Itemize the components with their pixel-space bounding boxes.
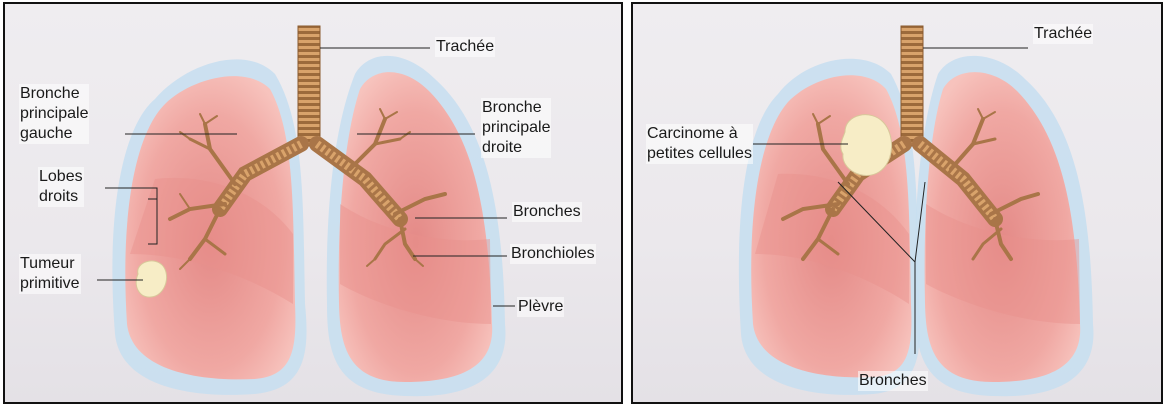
primary-tumor <box>136 261 166 297</box>
label-trachee: Trachée <box>1033 24 1093 44</box>
label-bronche-principale-droite: Bronche principale droite <box>481 98 551 158</box>
label-bronche-principale-gauche: Bronche principale gauche <box>19 84 89 144</box>
label-plevre: Plèvre <box>517 297 564 317</box>
lung-diagram-primary-tumor: Trachée Bronche principale gauche Bronch… <box>3 2 623 404</box>
label-carcinome-petites-cellules: Carcinome à petites cellules <box>646 124 753 164</box>
label-tumeur-primitive: Tumeur primitive <box>19 254 81 294</box>
label-trachee: Trachée <box>435 37 495 57</box>
trachea <box>298 26 320 146</box>
label-lobes-droits: Lobes droits <box>38 167 84 207</box>
label-bronches: Bronches <box>858 371 928 391</box>
lung-illustration-right <box>633 4 1163 404</box>
small-cell-carcinoma <box>841 115 892 176</box>
trachea <box>901 26 923 146</box>
label-bronchioles: Bronchioles <box>510 244 596 264</box>
lung-diagram-small-cell-carcinoma: Trachée Carcinome à petites cellules Bro… <box>631 2 1163 404</box>
label-bronches: Bronches <box>512 202 582 222</box>
